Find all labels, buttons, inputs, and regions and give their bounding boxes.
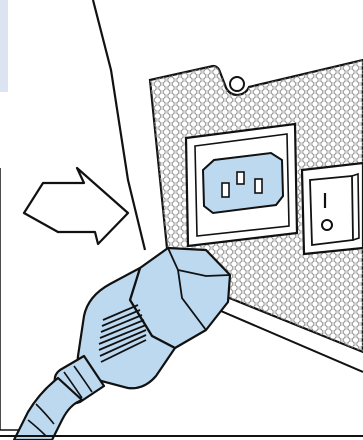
power-switch (302, 163, 363, 254)
power-switch-icon (310, 176, 353, 245)
power-socket (186, 124, 297, 246)
screw-hole (230, 77, 244, 91)
right-arrow-icon (24, 168, 128, 244)
iec-power-plug-icon (14, 248, 230, 440)
corner-accent (0, 0, 8, 92)
